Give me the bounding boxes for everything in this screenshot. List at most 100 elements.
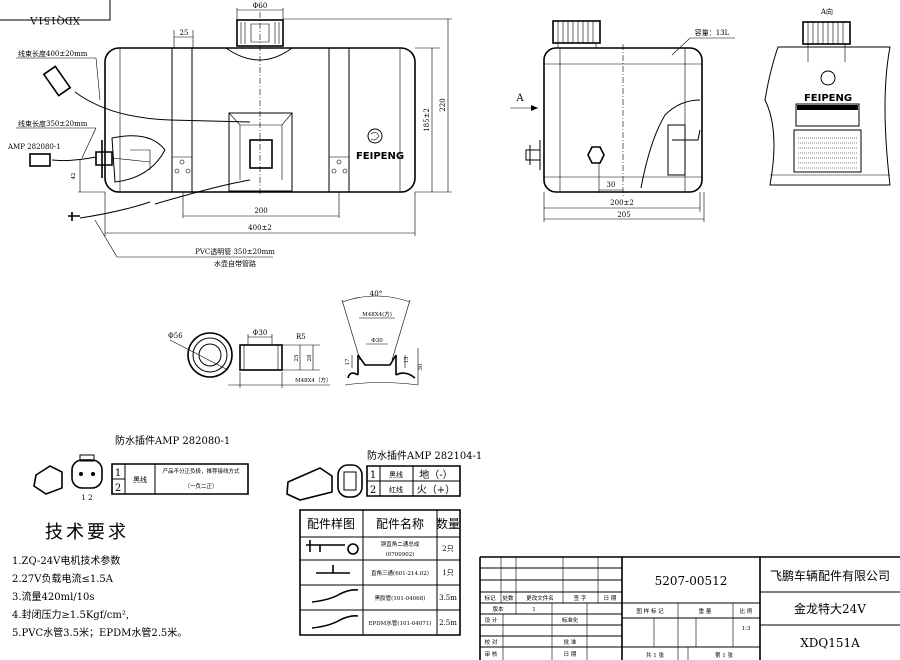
a-view-body: [764, 46, 891, 186]
dim-strap-spacing: 200: [254, 207, 267, 215]
neck-30: 30: [418, 363, 424, 370]
a-view-logo-text: FEIPENG: [804, 93, 852, 104]
connector1-pin-2: 2: [115, 483, 121, 494]
connector1-plug-icon: [33, 465, 63, 495]
rev-header: 标记: [484, 594, 496, 602]
corner-label: XDQ151A: [29, 14, 79, 25]
dim-200: 200±2: [610, 199, 634, 207]
connector1-title: 防水插件AMP 282080-1: [115, 434, 230, 447]
dim-height-inner: 185±2: [423, 108, 431, 132]
view-arrow-label: A: [515, 93, 524, 104]
pump-housing: [228, 112, 293, 192]
rev-header: 处数: [502, 594, 514, 602]
a-view-cap: [802, 21, 851, 45]
a-view-title: A向: [820, 7, 833, 16]
neck-17: 17: [345, 358, 351, 365]
scale-value: 1:3: [742, 626, 751, 632]
tech-item: 1.ZQ-24V电机技术参数: [12, 554, 120, 567]
version-label: 版本: [492, 605, 504, 613]
version-value: 1: [532, 607, 536, 613]
connector-plug-2: [29, 153, 51, 167]
connector1-wire: 黑线: [133, 475, 147, 484]
level-sensor: [95, 140, 113, 178]
tech-item: 4.封闭压力≥1.5Kgf/cm²,: [12, 608, 129, 621]
tee-fitting-icon: [316, 565, 350, 574]
tech-requirements-title: 技术要求: [45, 522, 129, 543]
rev-header: 签 字: [574, 594, 587, 602]
date-label: 日 期: [564, 651, 577, 658]
connector1-face-icon: [71, 459, 103, 489]
elbow-fitting-icon: [306, 540, 345, 552]
approve-label: 批 准: [564, 638, 577, 646]
model-number: XDQ151A: [800, 636, 860, 650]
harness-350: [51, 156, 97, 162]
dim-r5: R5: [296, 333, 306, 341]
sensor-cutout: [111, 135, 166, 183]
sheets-total: 共 1 张: [646, 651, 664, 659]
tech-item: 3.流量420ml/10s: [12, 590, 95, 603]
front-view: FEIPENG Φ60 25 185±2 220 200 400±2 42 线束…: [7, 2, 452, 268]
part-qty: 2.5m: [439, 619, 457, 627]
connector2-face-icon: [337, 464, 363, 498]
connector-plug-1: [42, 65, 72, 97]
connector2-block: 防水插件AMP 282104-1 1 黑线 地（-） 2 红线 火（+）: [286, 449, 482, 501]
dim-angle: 40°: [370, 290, 382, 298]
neck-dia30: Φ30: [371, 338, 383, 344]
parts-header: 数量: [436, 516, 460, 531]
cap-detail: Φ56 Φ30 R5 25 28 M48X4（方）: [168, 329, 332, 388]
part-qty: 2只: [442, 545, 453, 553]
dim-30: 30: [607, 181, 616, 189]
connector2-func-1: 地（-）: [419, 468, 452, 481]
connector2-wire-1: 黑线: [389, 470, 403, 479]
part-name: 铜直角二通总成: [381, 540, 420, 548]
connector2-title: 防水插件AMP 282104-1: [367, 449, 482, 462]
side-cap: [552, 20, 601, 44]
connector1-note-2: （一负二正）: [184, 482, 217, 490]
pump-motor: [249, 139, 273, 169]
drain-plug: [587, 146, 605, 164]
part-name: EPDM水管(101-04071): [369, 619, 432, 627]
dim-thread: M48X4（方）: [295, 376, 332, 384]
review-label: 审 核: [485, 650, 498, 658]
rev-header: 日 期: [604, 595, 617, 602]
connector1-pin-1: 1: [115, 468, 121, 479]
a-direction-view: A向 FEIPENG: [764, 7, 891, 186]
dim-dia30: Φ30: [253, 329, 268, 337]
scale-label: 比 例: [740, 607, 753, 615]
neck-15: 15: [404, 356, 410, 363]
company-name: 飞鹏车辆配件有限公司: [770, 568, 890, 583]
dim-dia56: Φ56: [168, 332, 183, 340]
parts-table: 配件样图 配件名称 数量 铜直角二通总成 (0700902) 2只 直角三通(6…: [299, 509, 461, 636]
tech-item: 5.PVC水管3.5米；EPDM水管2.5米。: [12, 626, 187, 639]
tech-item: 2.27V负载电流≤1.5A: [12, 572, 114, 585]
nameplate: [795, 103, 860, 127]
dim-sensor: 42: [71, 173, 77, 180]
mark-label: 图 样 标 记: [636, 607, 664, 615]
connector2-pin-2: 2: [370, 485, 376, 496]
part-qty: 1只: [442, 569, 453, 577]
black-hose-icon: [311, 589, 359, 603]
pvc-tube-sublabel: 水壶自带管路: [214, 259, 256, 268]
side-view: A 容量：13L 30 200±2 205: [510, 20, 735, 222]
title-block: 飞鹏车辆配件有限公司 金龙特大24V XDQ151A 5207-00512 标记…: [479, 556, 900, 660]
amp-label: AMP 282080-1: [7, 143, 61, 151]
connector2-pin-1: 1: [370, 470, 376, 481]
dim-height-total: 220: [439, 98, 447, 111]
dim-strap: 25: [180, 29, 189, 37]
harness-400-label: 线束长度400±20mm: [18, 49, 88, 58]
part-name: 直角三通(601-214.02): [371, 569, 429, 577]
dim-cap: Φ60: [253, 2, 268, 10]
feipeng-logo-icon: [367, 128, 383, 144]
logo-text: FEIPENG: [356, 151, 404, 162]
a-view-logo-icon: [820, 70, 836, 86]
tech-requirements: 技术要求 1.ZQ-24V电机技术参数 2.27V负载电流≤1.5A 3.流量4…: [12, 522, 187, 639]
epdm-hose-icon: [311, 615, 359, 629]
harness-350-label: 线束长度350±20mm: [18, 119, 88, 128]
connector1-pin-numbers: 1 2: [81, 494, 92, 502]
corner-label-box: XDQ151A: [0, 0, 111, 25]
drawing-number: 5207-00512: [655, 574, 728, 588]
instruction-label: [793, 129, 862, 173]
sheet-number: 第 1 张: [715, 651, 733, 659]
connector1-block: 防水插件AMP 282080-1 1 2 1 2 黑线 产品不分正负极，推荐接线…: [33, 434, 249, 502]
